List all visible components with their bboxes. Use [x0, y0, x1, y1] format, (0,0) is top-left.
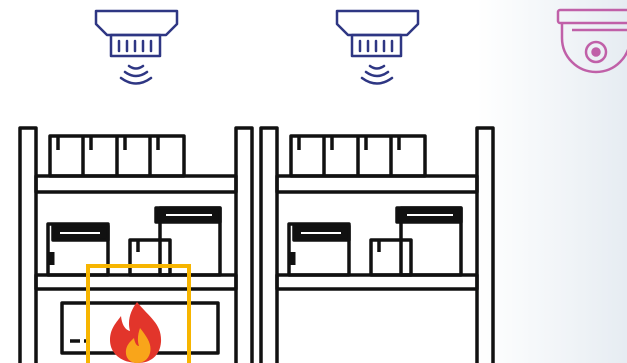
- smoke-detector-icon: [96, 11, 177, 84]
- smoke-detector-icon: [337, 11, 418, 84]
- shelving-rack: [261, 128, 493, 363]
- security-camera-icon: [558, 10, 627, 72]
- fire-icon: [110, 302, 161, 363]
